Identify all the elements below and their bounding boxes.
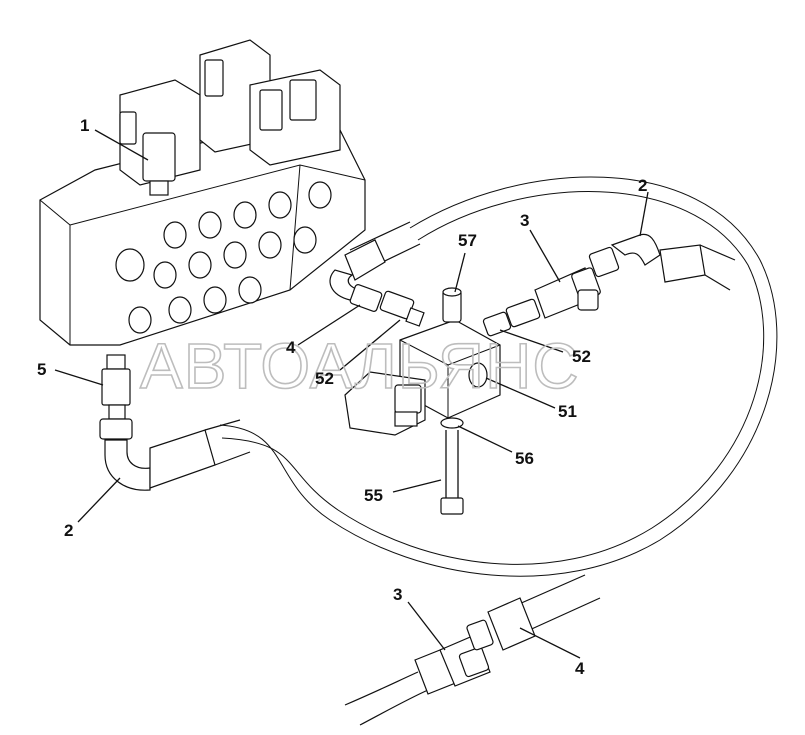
callout-52-left: 52 [315,369,334,388]
left-fitting-stack [99,354,251,491]
hose-lower-right [509,574,586,609]
callout-2-lower: 2 [64,521,73,540]
watermark-text: АВТОАЛЬЯНС [140,330,580,402]
callout-52-right: 52 [572,347,591,366]
callout-3-upper: 3 [520,211,529,230]
hose-lower-left-2 [359,689,429,726]
callout-2-upper: 2 [638,176,647,195]
callout-3-lower: 3 [393,585,402,604]
lower-tee-assembly [414,597,536,695]
control-valve-block [39,39,366,346]
callout-57: 57 [458,231,477,250]
upper-hose-assembly [329,221,425,327]
hose-loop [219,176,778,577]
callout-55: 55 [364,486,383,505]
right-tee-assembly [482,233,736,337]
hose-lower-left [344,671,419,706]
callout-5: 5 [37,360,46,379]
distribution-block [344,287,501,515]
leader-lines [54,129,649,659]
hose-loop-inner [221,191,765,565]
callout-4-lower: 4 [575,659,585,678]
callout-4-upper: 4 [286,338,296,357]
hose-lower-right-2 [524,597,601,633]
callout-1: 1 [80,116,89,135]
callout-56: 56 [515,449,534,468]
callout-51: 51 [558,402,577,421]
